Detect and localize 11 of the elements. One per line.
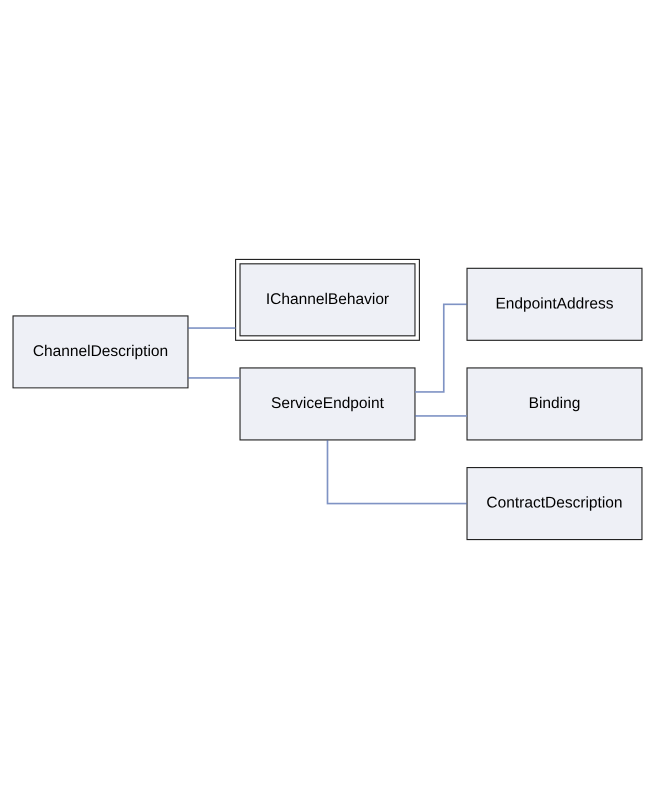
connector (415, 415, 467, 417)
connector (415, 303, 467, 393)
node-box: ContractDescription (466, 467, 643, 540)
node-box: ChannelDescription (12, 315, 189, 388)
connector (188, 377, 240, 379)
connector (326, 440, 467, 504)
node-box: EndpointAddress (466, 268, 643, 341)
node-box: IChannelBehavior (235, 258, 420, 341)
node-box: ServiceEndpoint (239, 367, 416, 440)
node-box: Binding (466, 367, 643, 440)
connector (188, 327, 236, 329)
